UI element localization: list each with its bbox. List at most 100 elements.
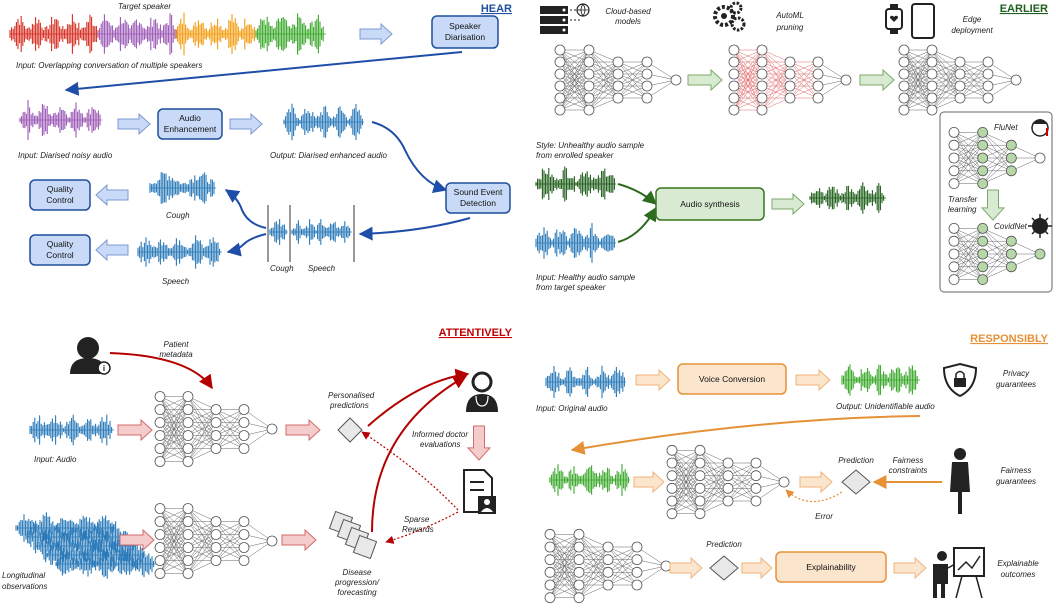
wave-diarised-enhanced xyxy=(283,103,364,141)
arrow-doctor-to-report xyxy=(466,425,492,461)
input-audio-label: Input: Audio xyxy=(34,455,77,464)
wave-overlap-purple xyxy=(97,13,178,55)
gears-icon xyxy=(713,1,746,32)
fairness-guarantees-line2: guarantees xyxy=(996,477,1036,486)
audio-synthesis-label: Audio synthesis xyxy=(680,199,740,209)
wave-unidentifiable xyxy=(841,364,920,396)
output-diarised-enhanced-label: Output: Diarised enhanced audio xyxy=(270,151,388,160)
patient-icon: i xyxy=(70,337,111,375)
metadata-to-net-arrow xyxy=(109,352,213,390)
disease-line2: progression/ xyxy=(334,578,380,587)
arrow-to-qc-speech xyxy=(95,238,129,262)
arrow-explain-net-to-prediction xyxy=(669,556,703,580)
privacy-line2: guarantees xyxy=(996,380,1036,389)
arrow-cloud-to-pruned xyxy=(687,68,723,92)
wave-diarised-noisy xyxy=(19,99,102,141)
arrow-pruned-to-edge xyxy=(859,68,895,92)
wave-cough xyxy=(149,172,216,204)
wave-speech xyxy=(137,235,222,269)
arrow-from-voice-conversion xyxy=(795,368,831,392)
edge-line2: deployment xyxy=(951,26,993,35)
sparse-rewards-line2: Rewards xyxy=(402,525,434,534)
audio-enhancement-box: Audio Enhancement xyxy=(157,108,223,140)
speech-label: Speech xyxy=(162,277,190,286)
doctor-icon xyxy=(466,371,498,412)
output-to-fairness-row-arrow xyxy=(570,415,921,455)
wave-style-unhealthy xyxy=(535,166,616,202)
audio-enhancement-line2: Enhancement xyxy=(164,124,217,134)
speaker-diarisation-box: Speaker Diarisation xyxy=(431,15,499,49)
sed-line1: Sound Event xyxy=(454,187,503,197)
title-attentively: ATTENTIVELY xyxy=(439,327,513,339)
net-pruned xyxy=(728,44,852,116)
arrow-from-enhancement xyxy=(229,112,263,136)
fairness-guarantees-line1: Fairness xyxy=(1001,466,1032,475)
explainability-label: Explainability xyxy=(806,562,856,572)
wave-speech-segment xyxy=(291,219,352,245)
wave-synth-output xyxy=(809,182,886,214)
fairness-constraints-line2: constraints xyxy=(889,466,928,475)
doctor-eval-line2: evaluations xyxy=(420,440,460,449)
personalised-line2: predictions xyxy=(329,401,369,410)
presenter-icon xyxy=(933,547,985,599)
shield-lock-icon xyxy=(942,362,978,398)
prediction-to-doctor-arrow xyxy=(367,368,470,427)
cloud-models-line1: Cloud-based xyxy=(605,7,651,16)
net-flunet xyxy=(948,126,1046,190)
disease-line1: Disease xyxy=(343,568,372,577)
arrow-transfer-learning xyxy=(980,189,1006,221)
title-hear: HEAR xyxy=(481,3,512,15)
sed-to-segments-arrow xyxy=(358,217,471,241)
arrow-to-diarisation xyxy=(359,22,393,46)
fairness-prediction-diamond xyxy=(841,469,871,495)
smartwatch-phone-icon xyxy=(885,3,935,39)
net-covidnet xyxy=(948,222,1046,286)
voice-conversion-box: Voice Conversion xyxy=(677,363,787,395)
prediction2-label: Prediction xyxy=(706,540,742,549)
title-earlier: EARLIER xyxy=(1000,3,1048,15)
wave-overlap-orange xyxy=(175,12,256,56)
arrow-net-to-prediction xyxy=(285,418,321,442)
wave-cough-segment xyxy=(269,219,288,245)
transfer-line2: learning xyxy=(948,205,977,214)
fairness-constraints-line1: Fairness xyxy=(893,456,924,465)
style-to-synthesis-arrow xyxy=(617,183,658,205)
target-speaker-label: Target speaker xyxy=(118,2,171,11)
output-unidentifiable-label: Output: Unidentifiable audio xyxy=(836,402,935,411)
flunet-label: FluNet xyxy=(994,123,1018,132)
cough-label: Cough xyxy=(166,211,190,220)
speech-segment-label: Speech xyxy=(308,264,336,273)
explainability-box: Explainability xyxy=(775,551,887,583)
sparse-reward-to-prediction-arrow xyxy=(361,431,459,511)
arrow-longitudinal-to-net xyxy=(119,528,155,552)
patient-metadata-line2: metadata xyxy=(159,350,193,359)
qc2-line1: Quality xyxy=(47,239,74,249)
arrow-to-voice-conversion xyxy=(635,368,671,392)
arrow-synthesis-output xyxy=(771,192,805,216)
arrow-fair-net-to-prediction xyxy=(799,470,833,494)
arrow-audio-to-net-top xyxy=(117,418,153,442)
voice-conversion-label: Voice Conversion xyxy=(699,374,765,384)
quality-control-box-speech: Quality Control xyxy=(29,234,91,266)
cloud-models-line2: models xyxy=(615,17,641,26)
personalised-prediction-diamond xyxy=(337,417,363,443)
error-label: Error xyxy=(815,512,833,521)
segments-to-cough-arrow xyxy=(224,189,267,229)
arrow-fair-input-to-net xyxy=(633,470,665,494)
sound-event-detection-box: Sound Event Detection xyxy=(445,182,511,214)
transfer-learning-panel xyxy=(939,111,1053,293)
forecast-diamonds xyxy=(328,510,378,560)
sick-person-icon xyxy=(1031,119,1049,137)
privacy-line1: Privacy xyxy=(1003,369,1030,378)
medical-report-icon xyxy=(463,469,496,514)
wave-original xyxy=(545,365,626,399)
arrow-to-enhancement xyxy=(117,112,151,136)
edge-line1: Edge xyxy=(963,15,982,24)
net-edge xyxy=(898,44,1022,116)
sparse-reward-to-forecast-arrow xyxy=(385,511,459,544)
doctor-eval-line1: Informed doctor xyxy=(412,430,468,439)
segments-to-speech-arrow xyxy=(226,233,267,257)
audio-enhancement-line1: Audio xyxy=(179,113,201,123)
block-arrows xyxy=(95,22,1006,580)
input-healthy-line1: Input: Healthy audio sample xyxy=(536,273,636,282)
